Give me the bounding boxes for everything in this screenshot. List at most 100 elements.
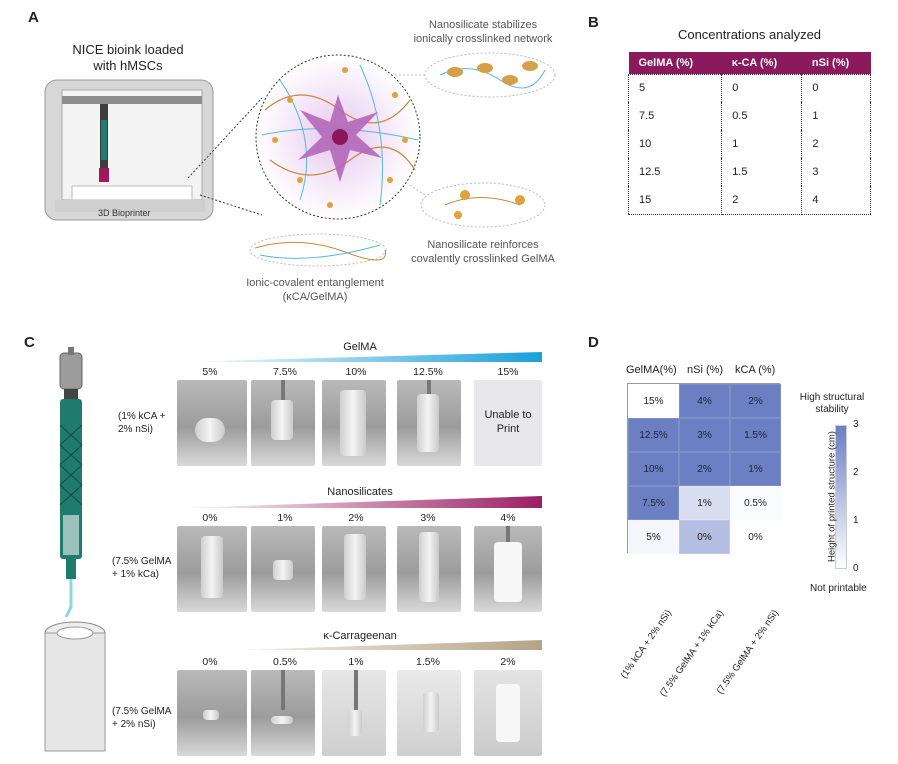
table-cell: 1 (721, 130, 803, 158)
panel-a-letter: A (28, 9, 39, 26)
heatmap-cell: 10% (628, 452, 679, 486)
heatmap-col-header-nsi: nSi (%) (687, 364, 724, 376)
print-photo (322, 380, 386, 466)
colorbar-top-label: High structural stability (799, 392, 865, 415)
pct-label: 1% (277, 512, 293, 524)
print-photo (397, 380, 461, 466)
table-cell: 3 (812, 166, 819, 178)
unable-to-print-text: Unable to Print (484, 409, 532, 435)
table-row: 5 0 0 (628, 74, 871, 102)
heatmap-cell: 0% (679, 520, 730, 554)
table-header-nsi: nSi (%) (801, 52, 871, 74)
print-photo (251, 526, 315, 612)
pct-label: 0% (202, 656, 218, 668)
pct-label: 5% (202, 366, 218, 378)
table-cell: 7.5 (628, 102, 723, 130)
pct-label: 12.5% (413, 366, 443, 378)
ramp-wedges (178, 352, 542, 650)
ramp-wedge-gelma (178, 352, 542, 362)
pct-label: 7.5% (273, 366, 297, 378)
heatmap-cell: 7.5% (628, 486, 679, 520)
print-photo (322, 526, 386, 612)
heatmap-cell: 0.5% (730, 486, 781, 520)
table-cell: 4 (801, 186, 871, 215)
pct-label: 15% (497, 366, 519, 378)
row-label-nanosilicates: (7.5% GelMA + 1% kCa) (112, 556, 172, 580)
pct-label: 2% (348, 512, 364, 524)
print-photo (177, 670, 247, 756)
heatmap-cell: 12.5% (628, 418, 679, 452)
printer-title: NICE bioink loaded with hMSCs (72, 42, 184, 73)
table-cell: 2 (721, 186, 803, 215)
table-cell: 2 (812, 138, 819, 150)
pct-label: 1% (348, 656, 364, 668)
heatmap-cell: 1% (679, 486, 730, 520)
table-row: 15 2 4 (628, 186, 871, 215)
heatmap: 15%4%2%12.5%3%1.5%10%2%1%7.5%1%0.5%5%0%0… (627, 383, 781, 554)
table-title: Concentrations analyzed (677, 27, 822, 42)
print-photo (397, 526, 461, 612)
print-photo (474, 670, 542, 756)
heatmap-cell: 15% (628, 384, 679, 418)
colorbar-tick: 2 (853, 467, 859, 478)
heatmap-cell: 3% (679, 418, 730, 452)
ramp-wedge-carrageenan (238, 640, 542, 650)
table-cell: 12.5 (628, 158, 723, 186)
panel-b-letter: B (588, 14, 599, 31)
print-photo (251, 670, 315, 756)
row-label-carrageenan: (7.5% GelMA + 2% nSi) (112, 706, 172, 730)
concentrations-table: GelMA (%) κ-CA (%) nSi (%) 5 0 0 7.5 0.5… (628, 52, 871, 215)
ramp-label-gelma: GelMA (343, 341, 377, 353)
pct-label: 10% (345, 366, 367, 378)
table-row: 10 1 2 (628, 130, 871, 158)
panel-c-letter: C (24, 334, 35, 351)
pct-label: 1.5% (416, 656, 440, 668)
heatmap-cell: 4% (679, 384, 730, 418)
table-cell: 0 (721, 74, 803, 102)
heatmap-cell: 2% (730, 384, 781, 418)
table-header-gelma: GelMA (%) (628, 52, 722, 74)
colorbar-tick: 3 (853, 419, 859, 430)
colorbar-axis-label: Height of printed structure (cm) (826, 431, 838, 562)
panel-d-letter: D (588, 334, 599, 351)
ramp-label-carrageenan: κ-Carrageenan (323, 630, 397, 642)
table-cell: 10 (628, 130, 723, 158)
table-cell: 5 (628, 74, 723, 102)
callout-top: Nanosilicate stabilizes ionically crossl… (413, 19, 553, 45)
print-photo (322, 670, 386, 756)
pct-label: 0.5% (273, 656, 297, 668)
pct-label: 2% (500, 656, 516, 668)
heatmap-cell: 0% (730, 520, 781, 554)
table-cell: 15 (628, 186, 723, 215)
print-photo (251, 380, 315, 466)
print-photo (177, 526, 247, 612)
table-header-kca: κ-CA (%) (721, 52, 802, 74)
syringe-illustration (44, 347, 106, 752)
heatmap-col-header-gelma: GelMA(%) (626, 364, 677, 376)
colorbar (835, 425, 847, 569)
heatmap-cell: 2% (679, 452, 730, 486)
table-row: 7.5 0.5 1 (628, 102, 871, 130)
table-cell: 0 (812, 82, 819, 95)
heatmap-cell: 5% (628, 520, 679, 554)
pct-label: 3% (420, 512, 436, 524)
callout-bottom: Ionic-covalent entanglement (κCA/GelMA) (246, 277, 384, 303)
table-cell: 1.5 (721, 158, 803, 186)
table-cell: 0.5 (721, 102, 803, 130)
callout-right: Nanosilicate reinforces covalently cross… (411, 239, 555, 265)
ramp-label-nanosilicates: Nanosilicates (327, 486, 393, 498)
print-photo (397, 670, 461, 756)
ramp-wedge-nanosilicates (178, 496, 542, 508)
pct-label: 0% (202, 512, 218, 524)
pct-label: 4% (500, 512, 516, 524)
print-photo (177, 380, 247, 466)
table-cell: 1 (812, 110, 819, 122)
heatmap-col-header-kca: kCA (%) (735, 364, 776, 376)
colorbar-tick: 1 (853, 515, 859, 526)
print-photo (474, 526, 542, 612)
colorbar-tick: 0 (853, 563, 859, 574)
heatmap-cell: 1% (730, 452, 781, 486)
table-row: 12.5 1.5 3 (628, 158, 871, 186)
panel-a-illustration (44, 52, 556, 267)
row-label-gelma: (1% kCA + 2% nSi) (118, 411, 166, 435)
